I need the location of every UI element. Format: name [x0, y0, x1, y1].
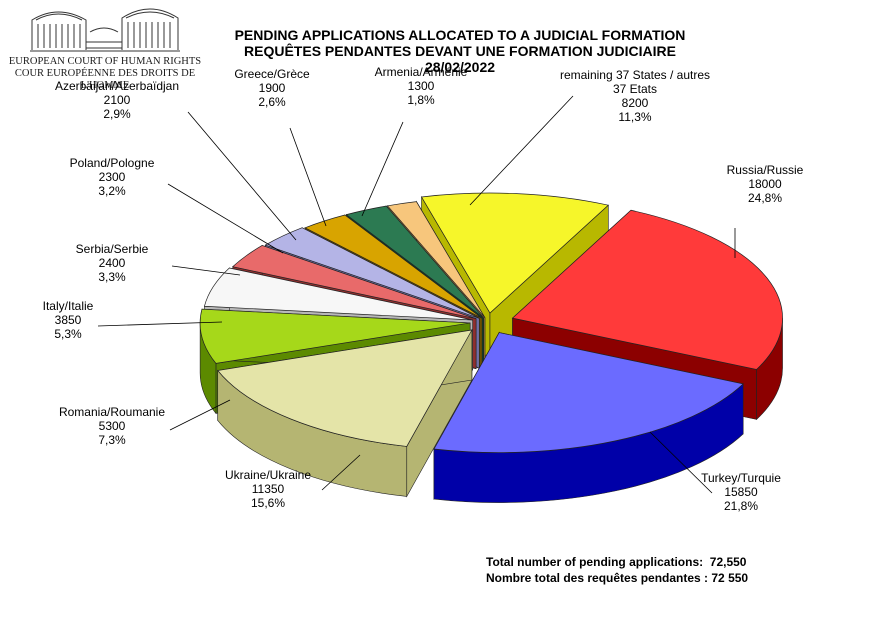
slice-percent: 15,6%: [251, 496, 285, 510]
slice-label: Greece/Grèce: [234, 67, 310, 81]
slice-label: Romania/Roumanie: [59, 405, 165, 419]
slice-percent: 2,6%: [258, 95, 286, 109]
leader-line: [187, 111, 297, 241]
slice-value: 11350: [252, 482, 285, 496]
pie-slice-romania: [199, 308, 471, 364]
slice-percent: 11,3%: [618, 110, 651, 124]
slice-value: 18000: [748, 177, 782, 191]
leader-line: [321, 454, 361, 491]
slice-label: remaining 37 States / autres: [560, 68, 710, 82]
pie-slice-poland: [264, 227, 480, 319]
slice-percent: 1,8%: [407, 93, 435, 107]
slice-label: Ukraine/Ukraine: [225, 468, 311, 482]
slice-value: 2100: [104, 93, 131, 107]
chart-date: 28/02/2022: [424, 59, 496, 75]
slice-percent: 21,8%: [724, 499, 758, 513]
pie-tops: [199, 192, 783, 453]
slice-value: 2400: [99, 256, 126, 270]
leader-line: [361, 121, 404, 217]
total-fr: Nombre total des requêtes pendantes : 72…: [486, 571, 749, 585]
leader-line: [289, 127, 327, 227]
slice-percent: 24,8%: [748, 191, 782, 205]
slice-value: 2300: [99, 170, 126, 184]
slice-label: Turkey/Turquie: [701, 471, 781, 485]
slice-percent: 5,3%: [54, 327, 82, 341]
leader-line: [171, 265, 241, 276]
court-name-fr: COUR EUROPÉENNE DES DROITS DE L'HOMME: [14, 68, 196, 91]
slice-percent: 3,3%: [98, 270, 126, 284]
slice-value: 3850: [55, 313, 82, 327]
slice-label: 37 Etats: [613, 82, 657, 96]
slice-label: Azerbaijan/Azerbaïdjan: [55, 79, 179, 93]
slice-value: 5300: [99, 419, 126, 433]
slice-label: Russia/Russie: [727, 163, 804, 177]
slice-label: Serbia/Serbie: [76, 242, 149, 256]
slice-value: 8200: [622, 96, 649, 110]
slice-label: Poland/Pologne: [70, 156, 155, 170]
pie-slice-remaining-37-states-: [420, 192, 610, 314]
leader-line: [167, 183, 284, 254]
pie-slice-ukraine: [217, 329, 473, 447]
chart-subtitle: REQUÊTES PENDANTES DEVANT UNE FORMATION …: [244, 43, 676, 59]
pie-slice-serbia: [232, 245, 477, 320]
chart-title: PENDING APPLICATIONS ALLOCATED TO A JUDI…: [234, 27, 686, 43]
slice-value: 15850: [724, 485, 758, 499]
leader-line: [649, 431, 713, 494]
total-en: Total number of pending applications: 72…: [486, 555, 747, 569]
pie-slice-greece: [345, 205, 484, 319]
slice-percent: 3,2%: [98, 184, 126, 198]
pie-slice-russia: [511, 209, 783, 370]
slice-label: Italy/Italie: [43, 299, 94, 313]
slice-percent: 7,3%: [98, 433, 126, 447]
slice-label: Armenia/Arménie: [375, 65, 468, 79]
slice-value: 1300: [408, 79, 435, 93]
court-name-en: EUROPEAN COURT OF HUMAN RIGHTS: [8, 56, 202, 67]
leader-line: [169, 399, 231, 431]
slice-value: 1900: [259, 81, 286, 95]
court-logo: EUROPEAN COURT OF HUMAN RIGHTS COUR EURO…: [0, 0, 210, 91]
pie-slice-armenia: [386, 201, 486, 318]
pie-slice-italy: [203, 267, 473, 321]
court-building-icon: [30, 8, 180, 52]
pie-slice-turkey: [433, 332, 744, 453]
leader-line: [469, 95, 574, 206]
slice-percent: 2,9%: [103, 107, 131, 121]
leader-line: [97, 321, 223, 327]
